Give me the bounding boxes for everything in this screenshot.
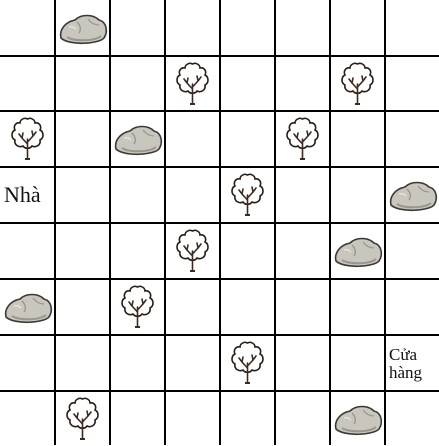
rock-cell	[330, 391, 385, 445]
tree-cell	[55, 391, 110, 445]
tree-icon	[330, 56, 385, 111]
tree-icon	[110, 279, 165, 334]
tree-cell	[110, 279, 165, 335]
tree-icon	[165, 56, 220, 111]
rock-icon	[110, 111, 165, 166]
shop-label-line: Cửa	[389, 346, 417, 363]
rock-cell	[55, 0, 110, 56]
tree-cell	[275, 111, 330, 167]
tree-cell	[165, 223, 220, 279]
rock-cell	[330, 223, 385, 279]
tree-cell	[220, 335, 275, 391]
rock-cell	[385, 167, 439, 223]
home-label: Nhà	[4, 184, 41, 206]
rock-icon	[330, 391, 385, 446]
rock-icon	[0, 279, 55, 334]
rock-cell	[0, 279, 55, 335]
tree-cell	[165, 56, 220, 111]
tree-icon	[275, 111, 330, 166]
tree-icon	[0, 111, 55, 166]
tree-cell	[0, 111, 55, 167]
tree-icon	[220, 335, 275, 390]
shop-label-line: hàng	[389, 364, 422, 381]
tree-icon	[55, 391, 110, 446]
rock-icon	[330, 223, 385, 278]
tree-cell	[330, 56, 385, 111]
home-cell: Nhà	[0, 167, 55, 223]
rock-cell	[110, 111, 165, 167]
tree-icon	[220, 167, 275, 222]
rock-icon	[385, 167, 439, 222]
tree-icon	[165, 223, 220, 278]
rock-icon	[55, 0, 110, 55]
tree-cell	[220, 167, 275, 223]
